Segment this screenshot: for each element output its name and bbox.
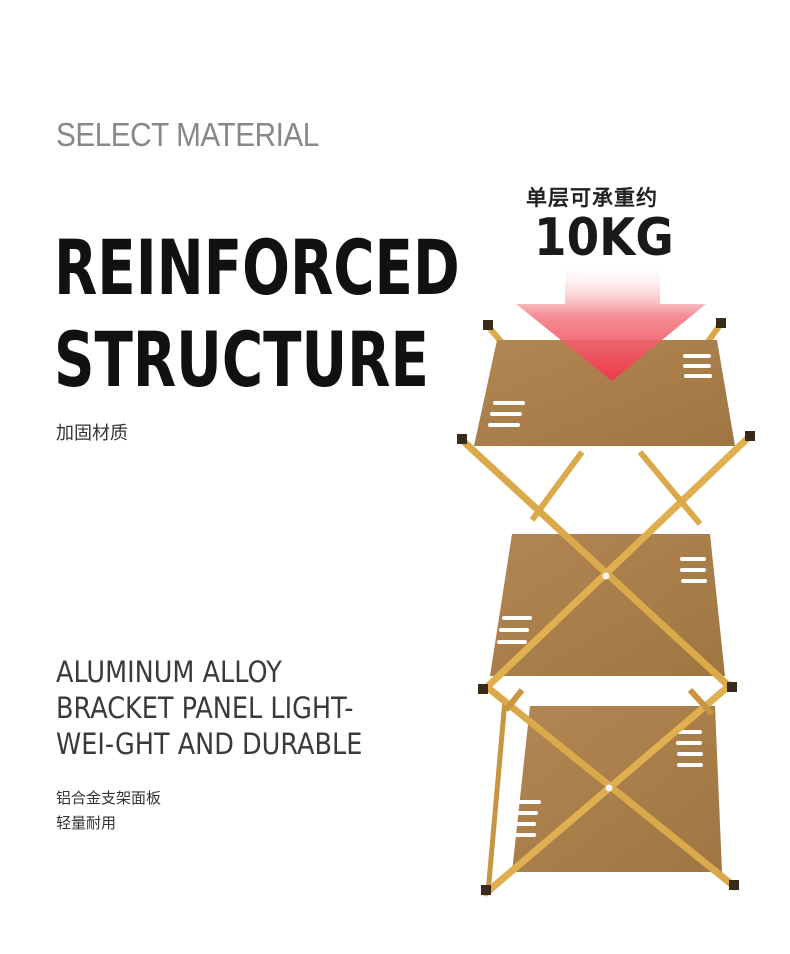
material-line-3: WEI-GHT AND DURABLE [56,727,363,761]
shelf-tier-top [474,318,735,526]
material-description: ALUMINUM ALLOY BRACKET PANEL LIGHT- WEI-… [56,654,362,762]
material-cn-line-1: 铝合金支架面板 [56,789,162,807]
load-capacity-label: 单层可承重约 [526,186,658,210]
material-cn-line-2: 轻量耐用 [56,814,117,832]
shelf-tier-bottom [481,681,739,897]
load-capacity-value: 10KG [534,208,674,268]
headline: REINFORCED STRUCTURE [54,222,460,406]
shelf-tier-middle [457,431,755,717]
headline-subtitle-cn: 加固材质 [56,423,128,444]
load-arrow-icon [516,262,706,381]
headline-line-1: REINFORCED [54,223,460,312]
material-line-2: BRACKET PANEL LIGHT- [56,691,354,725]
eyebrow-text: SELECT MATERIAL [56,116,319,153]
headline-line-2: STRUCTURE [54,315,429,404]
material-line-1: ALUMINUM ALLOY [56,655,282,689]
material-description-cn: 铝合金支架面板 轻量耐用 [56,786,161,836]
